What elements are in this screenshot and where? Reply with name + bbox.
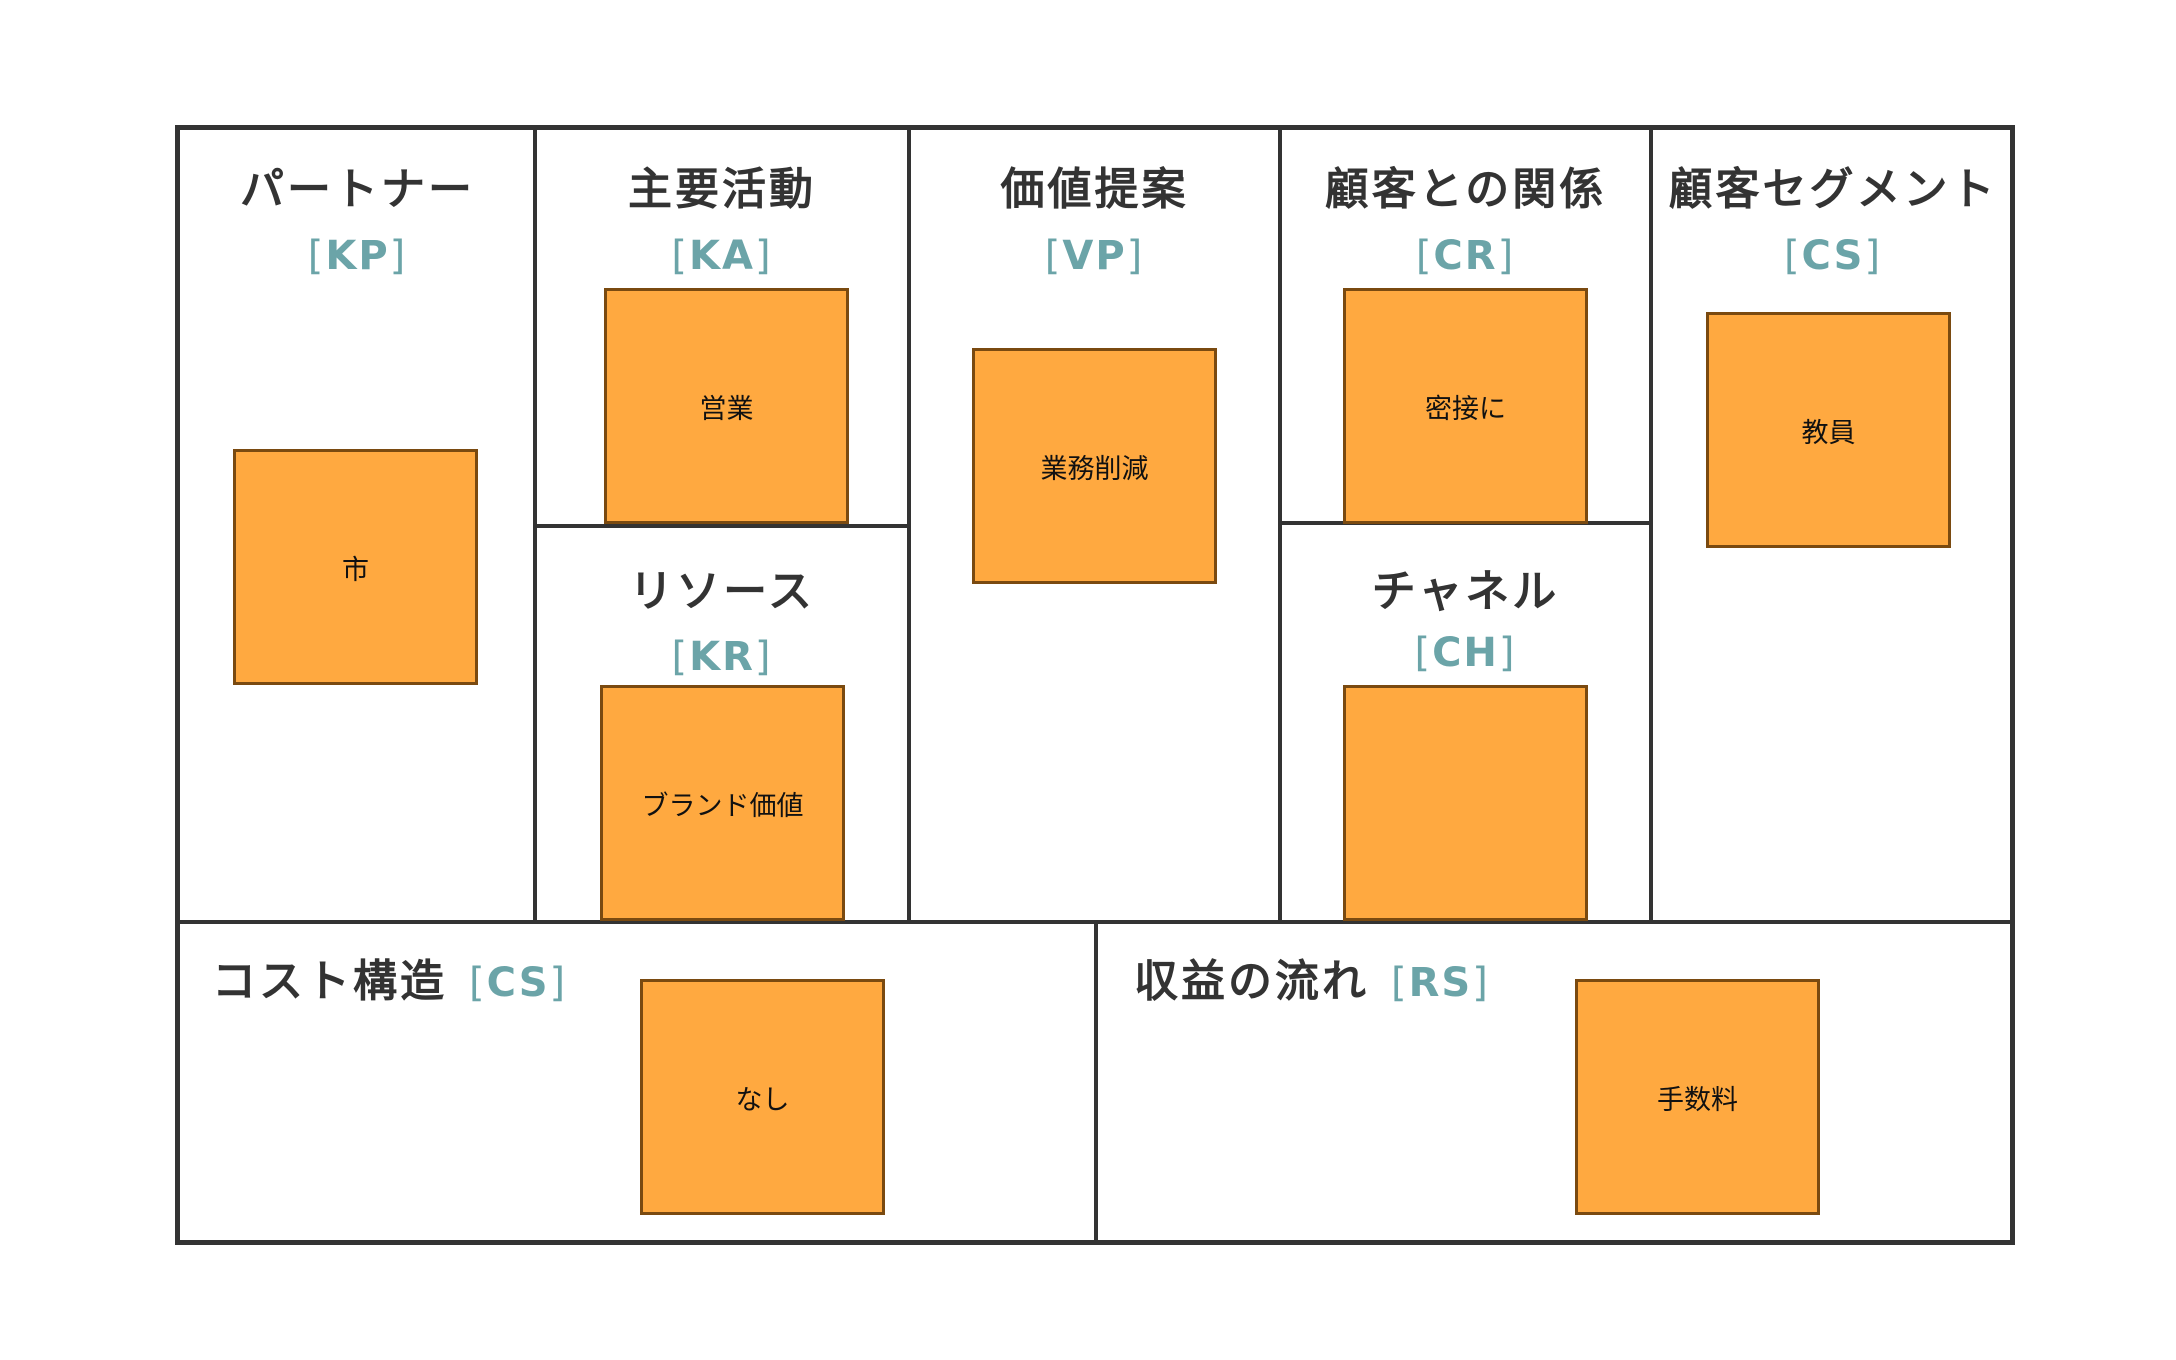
section-title-key-activities: 主要活動 [628, 164, 816, 215]
divider-cost-rs [1094, 922, 1098, 1245]
sticky-note-cost[interactable]: なし [640, 979, 885, 1215]
section-code-cost: CS [469, 960, 567, 1006]
section-code-vp: VP [911, 236, 1278, 276]
sticky-note-kr[interactable]: ブランド価値 [600, 685, 845, 921]
section-code-cr: CR [1282, 236, 1649, 276]
sticky-note-cs[interactable]: 教員 [1706, 312, 1951, 548]
section-code-ka: KA [537, 236, 907, 276]
section-code-kp: KP [180, 236, 535, 276]
section-title-channels: チャネル [1371, 566, 1560, 617]
section-title-customer-segments: 顧客セグメント [1668, 164, 1998, 215]
section-title-resources: リソース [629, 566, 815, 617]
divider-ka-kr [535, 524, 909, 528]
sticky-note-ch[interactable] [1343, 685, 1588, 921]
revenue-streams-label: 収益の流れ [1134, 956, 1369, 1007]
section-code-rs: RS [1391, 960, 1490, 1006]
section-title-customer-relationships: 顧客との関係 [1324, 164, 1607, 215]
divider-vp-cr [1278, 127, 1282, 924]
section-code-kr: KR [537, 637, 907, 677]
divider-cr-cs [1649, 127, 1653, 924]
sticky-note-cr[interactable]: 密接に [1343, 288, 1588, 524]
sticky-note-rs[interactable]: 手数料 [1575, 979, 1820, 1215]
sticky-note-vp[interactable]: 業務削減 [972, 348, 1217, 584]
section-title-partners: パートナー [240, 164, 475, 215]
section-title-cost-structure: コスト構造CS [212, 960, 567, 1007]
sticky-note-ka[interactable]: 営業 [604, 288, 849, 524]
section-code-cs: CS [1653, 236, 2013, 276]
sticky-note-kp[interactable]: 市 [233, 449, 478, 685]
divider-ka-vp [907, 127, 911, 924]
cost-structure-label: コスト構造 [212, 956, 447, 1007]
section-code-ch: CH [1282, 633, 1649, 673]
section-title-value-proposition: 価値提案 [1000, 164, 1189, 215]
section-title-revenue-streams: 収益の流れRS [1134, 960, 1490, 1007]
